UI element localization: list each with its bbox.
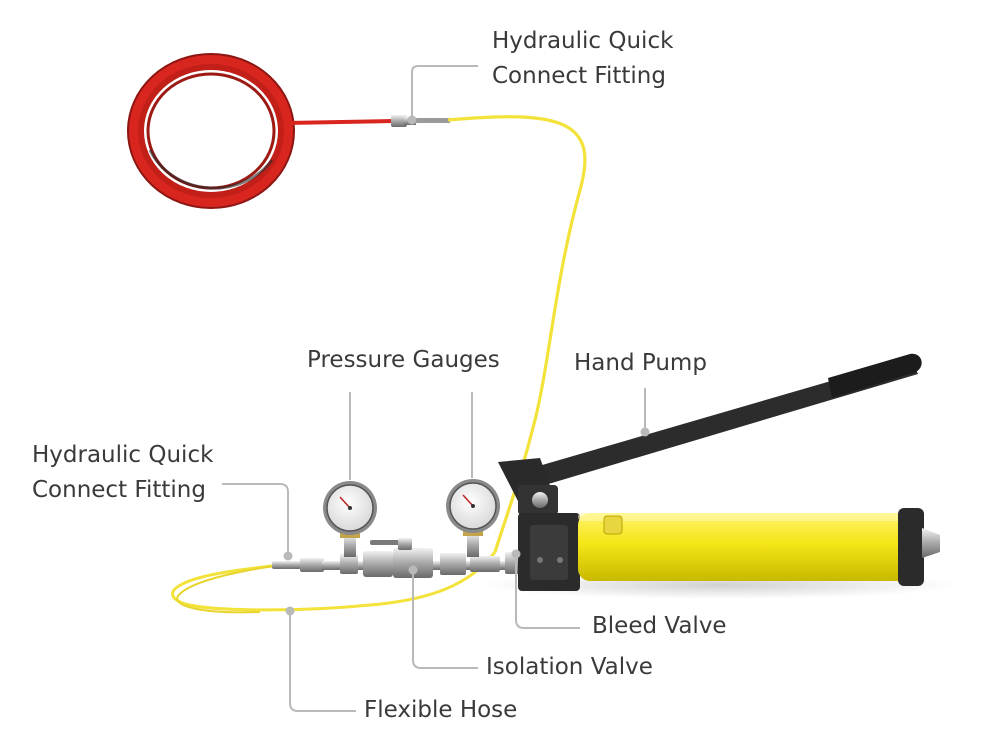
label-hand-pump: Hand Pump [574,350,707,376]
label-quick-connect-left-line2: Connect Fitting [32,477,206,503]
leader-left-fitting [222,483,289,556]
label-quick-connect-top: Hydraulic Quick Connect Fitting [492,24,673,94]
hand-pump [498,353,940,591]
pressure-gauge-left [323,481,377,557]
pressure-gauge-right [446,479,500,557]
manifold [272,548,522,578]
leader-lines [222,65,646,712]
label-flexible-hose: Flexible Hose [364,697,518,723]
hydraulic-ring [127,53,295,209]
label-quick-connect-top-line2: Connect Fitting [492,63,666,89]
leader-flexible-hose [289,612,356,712]
top-quick-connect-fitting [391,115,450,127]
leader-bleed-valve [515,556,580,629]
red-hose [286,119,394,125]
leader-top-fitting [411,65,478,117]
label-pressure-gauges: Pressure Gauges [307,347,500,373]
label-isolation-valve: Isolation Valve [486,654,653,680]
yellow-hose-lower [171,551,497,612]
isolation-valve-handle [370,538,412,550]
leader-isolation-valve [412,572,478,669]
leader-dots [283,115,650,616]
yellow-hose-lower-2 [176,562,301,614]
label-quick-connect-left-line1: Hydraulic Quick [32,442,214,468]
label-bleed-valve: Bleed Valve [592,613,727,639]
label-quick-connect-left: Hydraulic Quick Connect Fitting [32,438,213,508]
label-quick-connect-top-line1: Hydraulic Quick [492,28,674,54]
